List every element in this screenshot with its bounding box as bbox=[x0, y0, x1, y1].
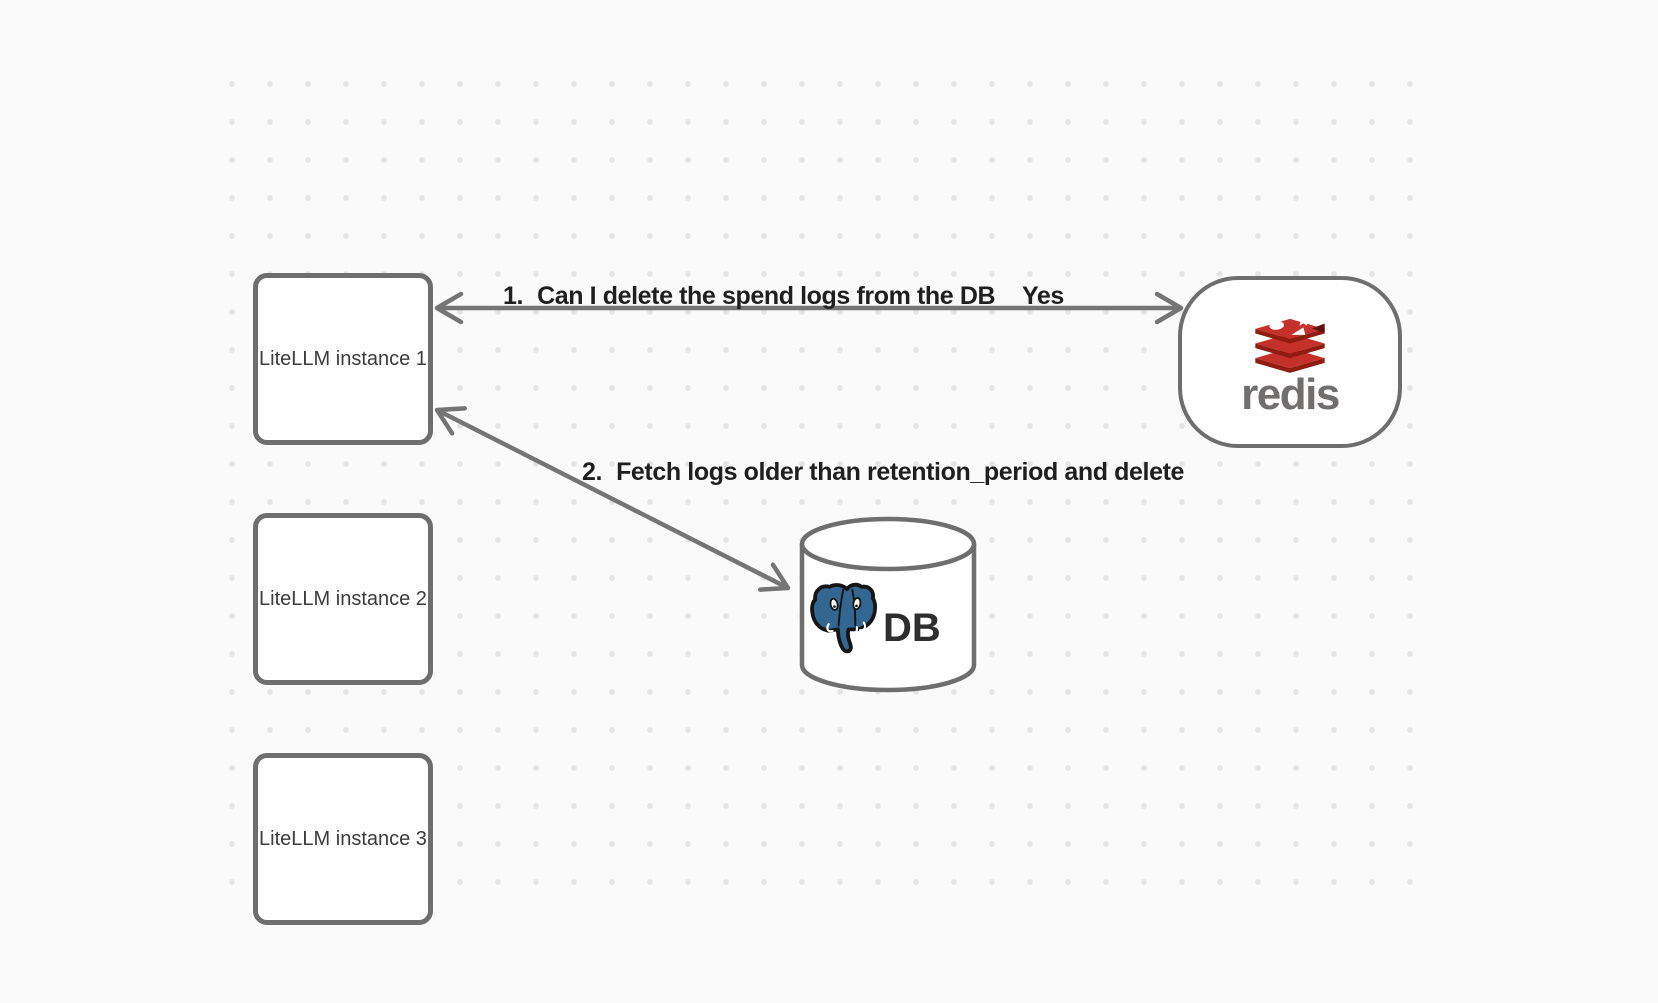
litellm-instance-3-node[interactable]: LiteLLM instance 3 bbox=[253, 753, 433, 925]
edge1-number: 1. bbox=[503, 282, 524, 310]
database-cylinder-shape bbox=[799, 516, 977, 693]
db-label: DB bbox=[883, 606, 941, 650]
edge1-answer-label[interactable]: Yes bbox=[1022, 282, 1064, 311]
redis-wordmark: redis bbox=[1241, 370, 1340, 419]
edge1-text: Can I delete the spend logs from the DB bbox=[537, 282, 996, 310]
edge1-answer-text: Yes bbox=[1022, 282, 1064, 310]
node-label: LiteLLM instance 3 bbox=[259, 827, 427, 850]
arrow-instance1-db[interactable] bbox=[434, 406, 791, 592]
litellm-instance-1-node[interactable]: LiteLLM instance 1 bbox=[253, 273, 433, 445]
node-label: LiteLLM instance 2 bbox=[259, 587, 427, 610]
edge1-label[interactable]: 1. Can I delete the spend logs from the … bbox=[503, 282, 996, 311]
postgres-elephant-icon bbox=[810, 582, 878, 654]
edge2-text: Fetch logs older than retention_period a… bbox=[616, 458, 1185, 486]
edge2-number: 2. bbox=[582, 458, 603, 486]
redis-node[interactable]: redis bbox=[1178, 276, 1402, 448]
edge2-label[interactable]: 2. Fetch logs older than retention_perio… bbox=[582, 458, 1184, 487]
node-label: LiteLLM instance 1 bbox=[259, 347, 427, 370]
redis-logo-icon bbox=[1255, 314, 1325, 373]
litellm-instance-2-node[interactable]: LiteLLM instance 2 bbox=[253, 513, 433, 685]
db-node[interactable]: DB bbox=[799, 516, 977, 693]
